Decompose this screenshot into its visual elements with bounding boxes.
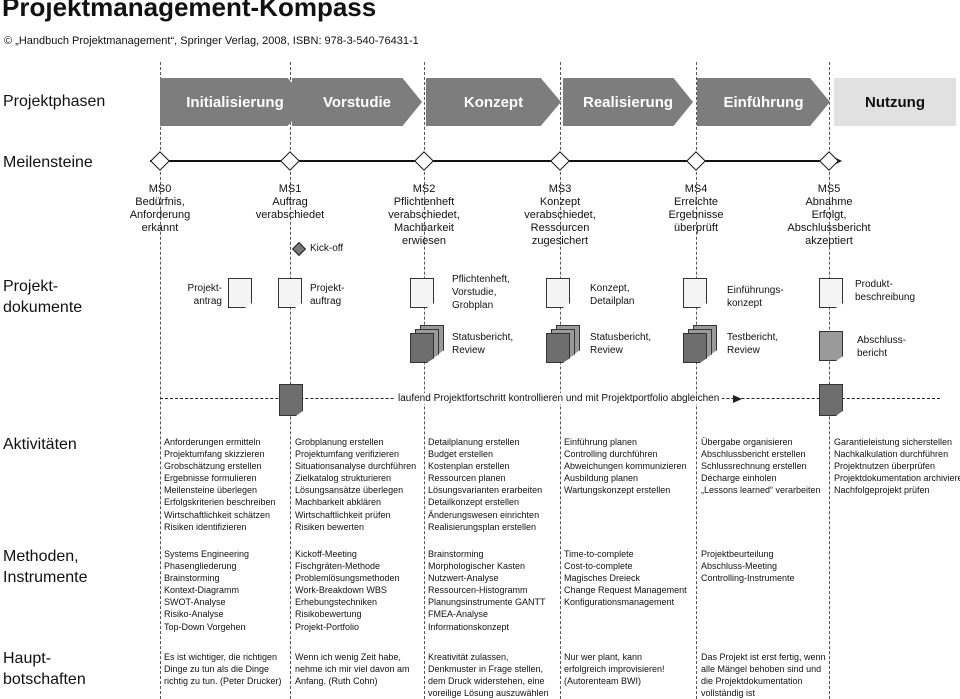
document-icon: [819, 278, 843, 308]
document-stack-icon: [410, 325, 446, 363]
row-label-aktivitaeten: Aktivitäten: [3, 436, 77, 453]
milestone-diamond: [414, 151, 434, 171]
phase-divider: [160, 62, 161, 699]
progress-arrowhead: [733, 395, 742, 403]
row-label-dokumente: Projekt-dokumente: [3, 278, 83, 316]
phase-nutzung: Nutzung: [834, 78, 956, 126]
doc-label-konzept: Konzept,Detailplan: [590, 283, 635, 307]
row-label-methoden: Methoden,Instrumente: [3, 548, 88, 586]
doc-label-projektauftrag: Projekt-auftrag: [310, 283, 345, 307]
message-konzept: Kreativität zulassen,Denkmuster in Frage…: [428, 652, 549, 698]
row-label-phasen: Projektphasen: [3, 93, 106, 110]
doc-label-einfuehrungskonzept: Einführungs-konzept: [727, 285, 784, 309]
page-subtitle: © „Handbuch Projektmanagement“, Springer…: [4, 35, 419, 47]
document-icon: [819, 331, 843, 361]
portfolio-document-icon: [819, 384, 843, 416]
doc-label-produktbeschreibung: Produkt-beschreibung: [855, 279, 916, 303]
phase-divider: [290, 62, 291, 699]
phase-divider: [696, 62, 697, 699]
phase-divider: [829, 62, 830, 699]
document-stack-icon: [683, 325, 719, 363]
document-icon: [410, 278, 434, 308]
doc-label-abschlussbericht: Abschluss-bericht: [857, 335, 906, 359]
milestone-line: [150, 160, 834, 162]
kickoff-label: Kick-off: [310, 243, 344, 254]
phase-divider: [560, 62, 561, 699]
phase-realisierung: Realisierung: [563, 78, 693, 126]
phase-initialisierung: Initialisierung: [160, 78, 310, 126]
row-label-meilensteine: Meilensteine: [3, 154, 93, 171]
document-icon: [683, 278, 707, 308]
row-label-hauptbotschaften: Haupt-botschaften: [3, 650, 86, 688]
milestone-diamond: [686, 151, 706, 171]
message-vorstudie: Wenn ich wenig Zeit habe,nehme ich mir v…: [295, 652, 410, 686]
phase-divider: [424, 62, 425, 699]
milestone-diamond: [550, 151, 570, 171]
phase-vorstudie: Vorstudie: [292, 78, 422, 126]
kickoff-diamond-icon: [291, 241, 307, 257]
doc-label-statusbericht: Statusbericht,Review: [452, 332, 514, 356]
doc-label-testbericht: Testbericht,Review: [727, 332, 779, 356]
document-stack-icon: [546, 325, 582, 363]
document-icon: [228, 278, 252, 308]
document-icon: [278, 278, 302, 308]
doc-label-pflichtenheft: Pflichtenheft,Vorstudie,Grobplan: [452, 274, 510, 311]
phase-konzept: Konzept: [426, 78, 561, 126]
page-title: Projektmanagement-Kompass: [2, 0, 377, 22]
portfolio-document-icon: [279, 384, 303, 416]
document-icon: [546, 278, 570, 308]
milestone-diamond: [280, 151, 300, 171]
progress-text: laufend Projektfortschritt kontrollieren…: [395, 393, 723, 404]
milestone-diamond: [150, 151, 170, 171]
doc-label-statusbericht: Statusbericht,Review: [590, 332, 652, 356]
doc-label-projektantrag: Projekt-antrag: [187, 283, 222, 307]
phase-einfuehrung: Einführung: [697, 78, 830, 126]
